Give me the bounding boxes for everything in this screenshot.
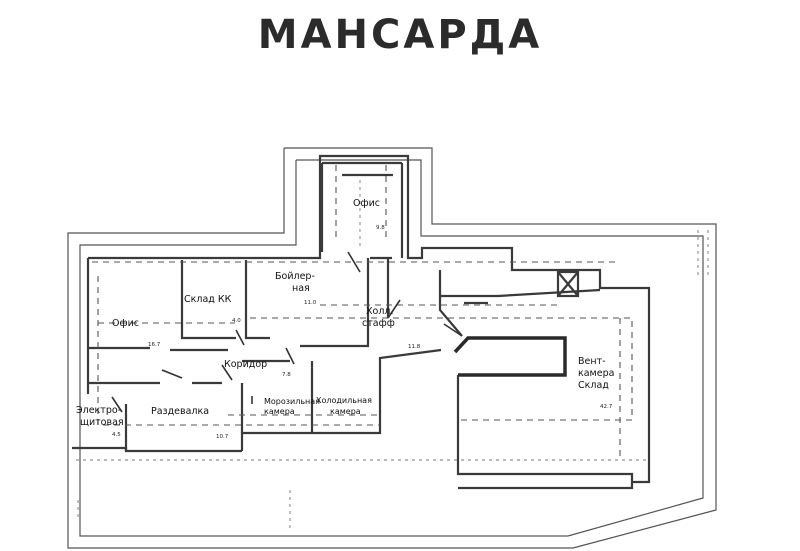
- svg-text:42.7: 42.7: [600, 404, 613, 410]
- svg-text:стафф: стафф: [362, 318, 395, 329]
- svg-text:4.5: 4.5: [112, 432, 121, 438]
- svg-text:Бойлер-: Бойлер-: [275, 271, 315, 282]
- svg-text:Склад КК: Склад КК: [184, 294, 232, 305]
- svg-text:камера: камера: [578, 368, 614, 379]
- room-label-corridor: Коридор 7.8: [224, 359, 291, 378]
- svg-text:Офис: Офис: [353, 198, 380, 209]
- room-label-storage-kk: Склад КК 4.0: [184, 294, 241, 324]
- svg-text:камера: камера: [264, 407, 295, 416]
- svg-text:Склад: Склад: [578, 380, 609, 391]
- doors: [111, 251, 463, 413]
- svg-text:Офис: Офис: [112, 318, 139, 329]
- svg-text:10.7: 10.7: [216, 434, 229, 440]
- svg-text:Вент-: Вент-: [578, 356, 606, 367]
- svg-text:камера: камера: [330, 407, 361, 416]
- page-title: МАНСАРДА: [257, 12, 543, 58]
- svg-text:7.8: 7.8: [282, 372, 291, 378]
- room-label-freezer: Морозильная камера: [264, 397, 320, 416]
- outer-roof-outline: [67, 147, 717, 549]
- svg-text:Холл.: Холл.: [366, 306, 393, 317]
- svg-text:Холодильная: Холодильная: [316, 396, 372, 405]
- svg-text:щитовая: щитовая: [80, 417, 124, 428]
- room-label-office-left: Офис 16.7: [112, 318, 161, 348]
- room-label-changing: Раздевалка 10.7: [151, 406, 229, 440]
- room-label-vent-storage: Вент- камера Склад 42.7: [578, 356, 614, 410]
- svg-text:Раздевалка: Раздевалка: [151, 406, 209, 417]
- room-label-staff-hall: Холл. стафф 11.8: [362, 306, 421, 350]
- svg-text:Морозильная: Морозильная: [264, 397, 320, 406]
- room-label-boiler: Бойлер- ная 11.0: [275, 271, 317, 306]
- svg-text:Коридор: Коридор: [224, 359, 267, 370]
- svg-text:11.8: 11.8: [408, 344, 421, 350]
- dashed-roof-lines: [76, 165, 709, 530]
- svg-text:4.0: 4.0: [232, 318, 241, 324]
- svg-text:Электро-: Электро-: [76, 405, 121, 416]
- svg-text:ная: ная: [292, 283, 310, 294]
- room-label-office-top: Офис 9.8: [353, 198, 385, 231]
- svg-text:11.0: 11.0: [304, 300, 317, 306]
- svg-text:9.8: 9.8: [376, 225, 385, 231]
- room-label-cold-room: Холодильная камера: [316, 396, 372, 416]
- room-label-electrical: Электро- щитовая 4.5: [76, 405, 124, 438]
- inner-walls: [72, 154, 651, 490]
- svg-text:16.7: 16.7: [148, 342, 161, 348]
